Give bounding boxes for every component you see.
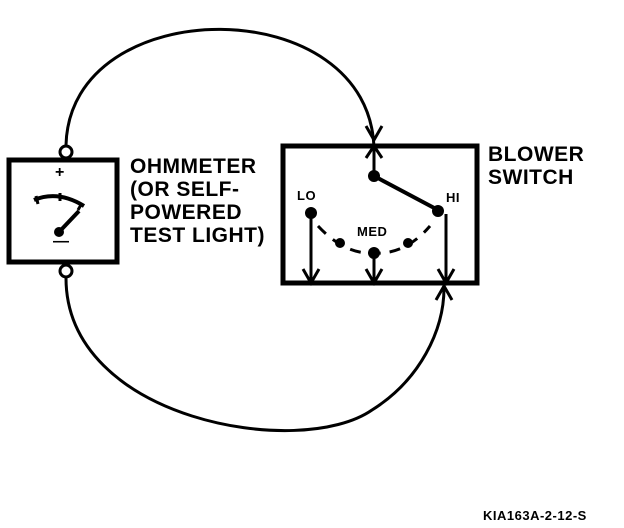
blower-switch-label-line2: SWITCH [488,166,574,189]
figure-id: KIA163A-2-12-S [483,508,587,523]
ohmmeter-bottom-terminal [58,263,74,279]
med-lead-arrow [364,268,384,287]
switch-arm [373,174,439,212]
meter-scale-tick [34,195,40,205]
ohmmeter-label-line3: POWERED [130,201,243,224]
intermediate-contact-left [335,238,345,248]
ohmmeter-label-line4: TEST LIGHT) [130,224,265,247]
blower-switch-label-line1: BLOWER [488,143,585,166]
med-label: MED [357,224,388,239]
hi-contact [432,205,444,217]
ohmmeter-body [6,157,120,265]
switch-positions-arc [316,224,432,255]
intermediate-contact-right [403,238,413,248]
meter-minus-sign: — [53,233,70,250]
upper-test-lead [64,27,376,151]
lower-test-lead [64,277,446,433]
meter-scale-tick [76,202,84,211]
meter-needle-icon [58,209,81,233]
lower-lead-arrowhead [434,282,454,301]
ohmmeter-label-line2: (OR SELF- [130,178,240,201]
upper-lead-arrowhead [364,125,384,144]
hi-lead-arrow [436,268,456,287]
lo-lead-arrow [301,268,321,287]
meter-plus-sign: + [55,164,65,181]
hi-label: HI [446,190,460,205]
ohmmeter-top-terminal [58,144,74,160]
ohmmeter-label-line1: OHMMETER [130,155,257,178]
meter-pivot [54,227,64,237]
lo-label: LO [297,188,317,203]
